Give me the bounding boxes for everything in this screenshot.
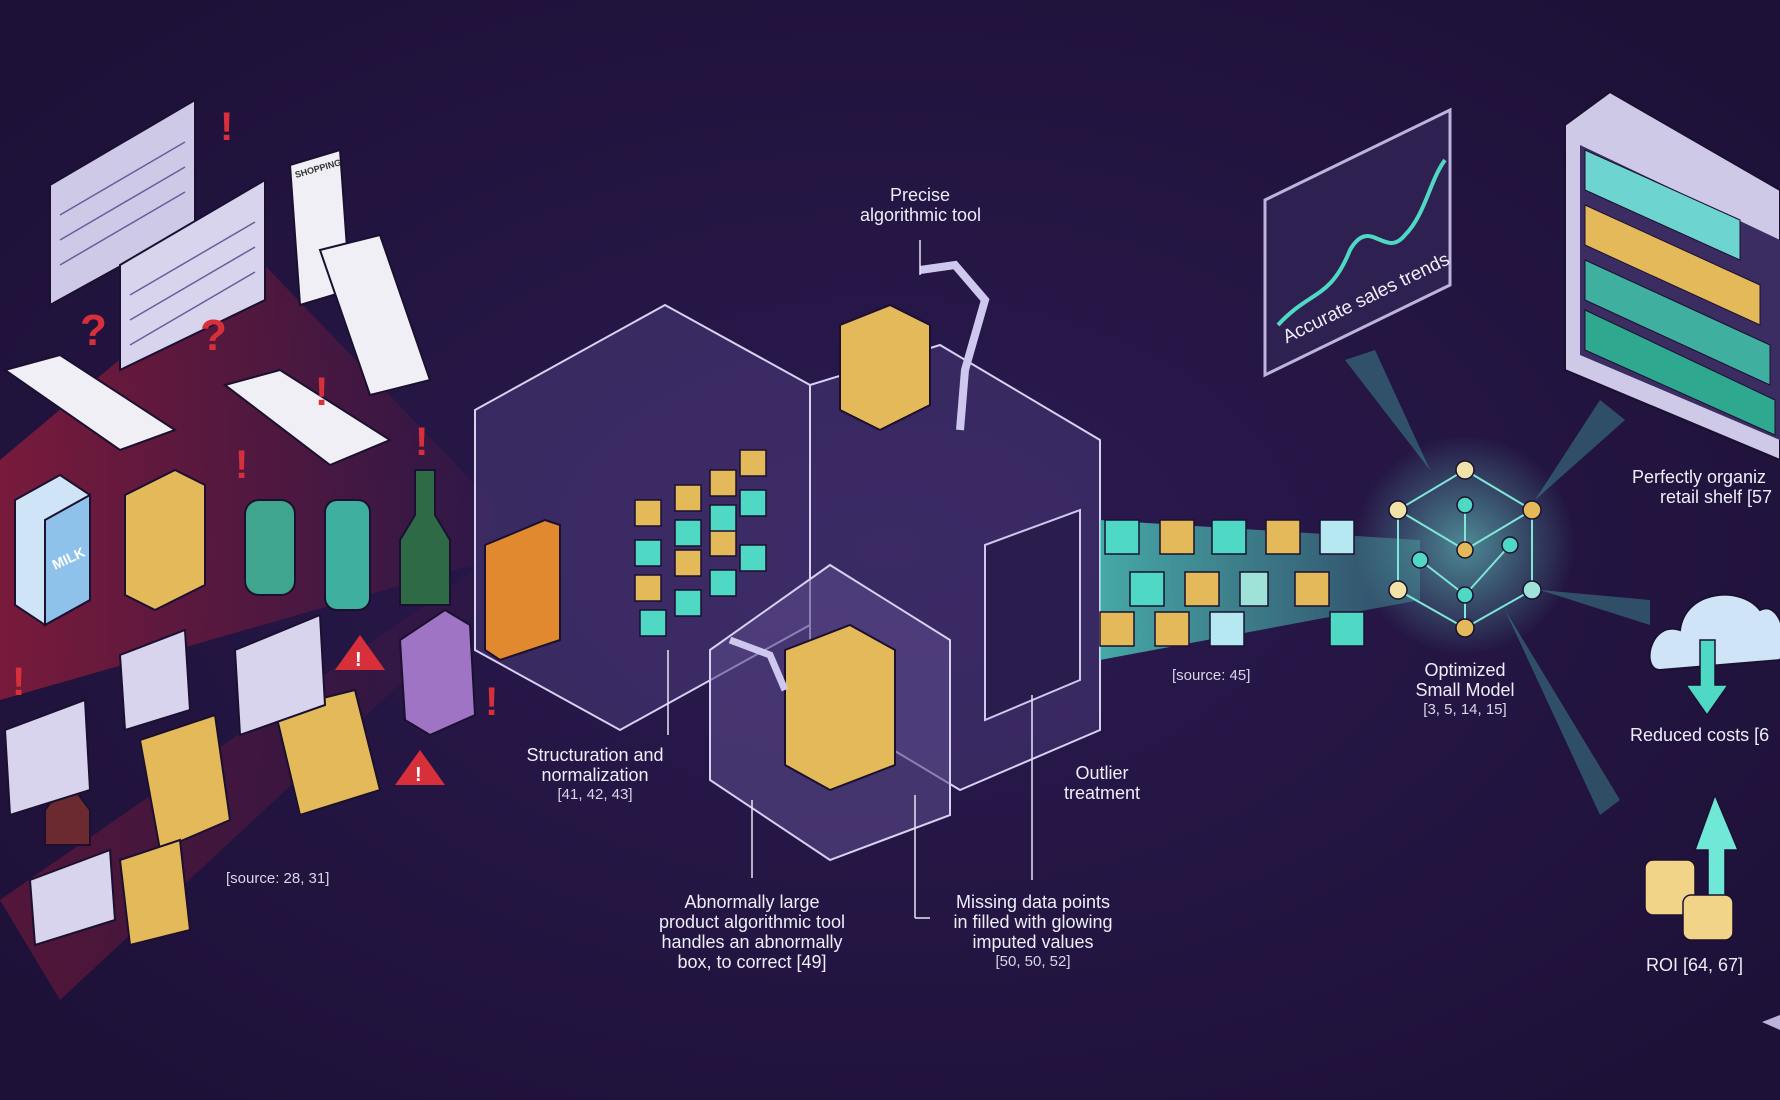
svg-text:!: ! xyxy=(415,764,422,786)
network-nodes xyxy=(1388,460,1542,638)
shopping-cart-window-icon xyxy=(3,613,327,947)
exclamation-icon: !!!!! xyxy=(12,370,498,724)
bottle-icon xyxy=(244,499,296,596)
bottle-icon xyxy=(324,499,371,611)
next-arrow-icon xyxy=(1762,1015,1780,1030)
wine-bottle-icon xyxy=(399,469,451,606)
svg-text:!: ! xyxy=(12,660,25,704)
svg-text:!: ! xyxy=(235,443,248,487)
messy-spreadsheet-icon: ? ? ! xyxy=(49,98,266,372)
output-beams xyxy=(1345,350,1650,815)
large-cardboard-box-icon xyxy=(784,623,896,792)
cloud-icon xyxy=(1648,593,1780,717)
svg-text:!: ! xyxy=(315,370,328,414)
processing-machine xyxy=(474,303,1101,862)
orange-product-box-icon xyxy=(484,518,561,662)
warning-icon: ! ! xyxy=(335,635,445,786)
shopping-bag-icon xyxy=(118,688,382,947)
svg-text:!: ! xyxy=(355,649,362,671)
leader-lines xyxy=(667,240,1033,919)
arrow-down-icon xyxy=(1684,639,1730,717)
arrow-up-icon xyxy=(1693,792,1740,916)
clean-data-cubes xyxy=(1099,519,1365,647)
robot-arm-icon xyxy=(728,636,789,692)
receipt-icon xyxy=(2,148,432,467)
roi-coins-icon xyxy=(1644,792,1740,941)
retail-shelf-icon xyxy=(1564,90,1780,462)
data-cube-grid xyxy=(634,449,767,637)
cardboard-box-icon xyxy=(839,303,931,432)
question-mark-icon: ? xyxy=(80,306,107,355)
label-reduced-costs: Reduced costs [6 xyxy=(1630,725,1770,745)
trend-line xyxy=(1276,158,1447,327)
milk-carton-icon: MILK xyxy=(14,473,91,627)
label-roi: ROI [64, 67] xyxy=(1646,955,1744,975)
source-mid: [source: 45] xyxy=(1172,667,1251,684)
svg-text:!: ! xyxy=(415,420,428,464)
svg-text:!: ! xyxy=(485,680,498,724)
coffee-bag-icon xyxy=(398,608,477,737)
robot-arm-icon xyxy=(919,260,990,431)
sales-trend-chart xyxy=(1263,107,1452,378)
exclamation-icon: ! xyxy=(220,105,233,149)
source-left: [source: 28, 31] xyxy=(226,870,330,887)
cereal-box-icon xyxy=(124,468,206,612)
question-mark-icon: ? xyxy=(200,311,227,360)
